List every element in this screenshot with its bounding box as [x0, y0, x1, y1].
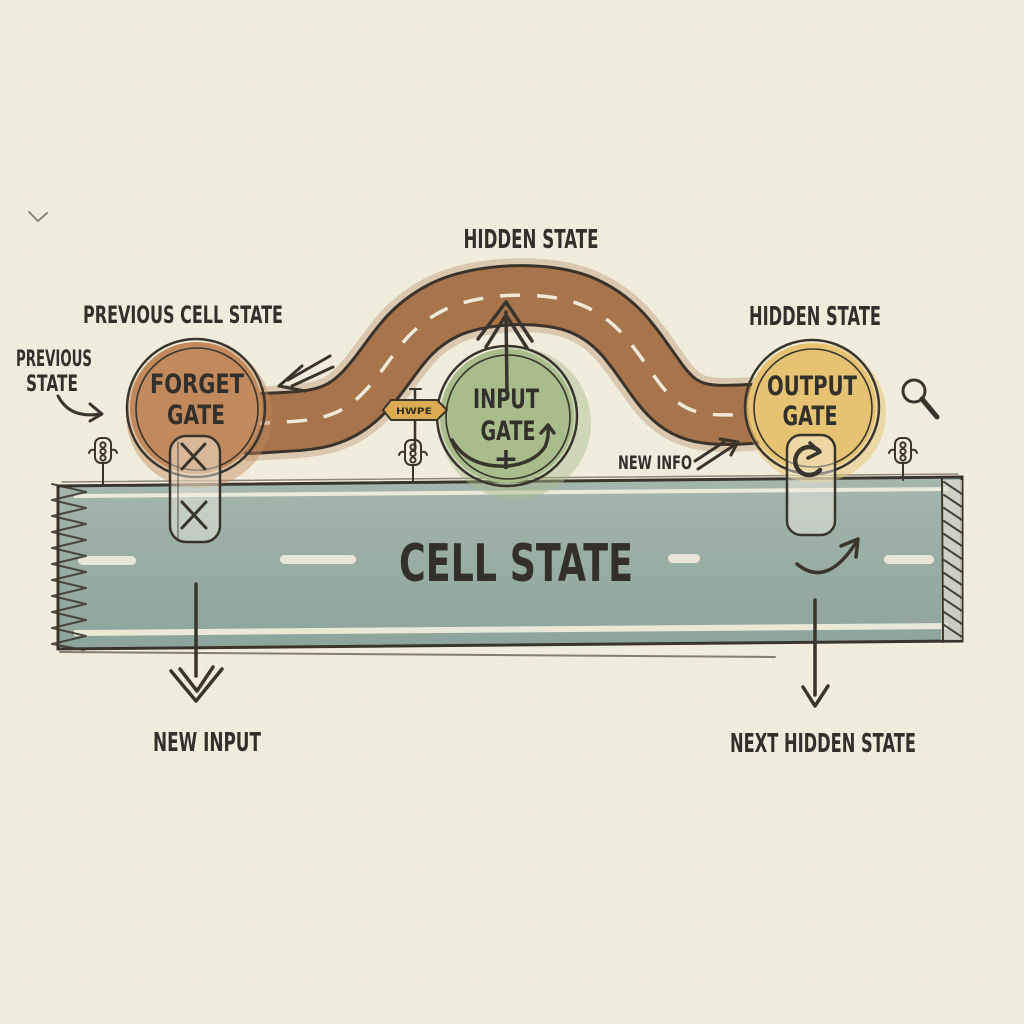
input-gate-label-line2: GATE: [481, 416, 536, 447]
traffic-light-icon: [398, 439, 428, 483]
previous-state-label-line1: PREVIOUS: [16, 347, 92, 372]
forget-gate-inner-ring: [135, 347, 259, 471]
stray-pen-mark: [28, 211, 48, 223]
cell-state-road: CELL STATE: [51, 473, 964, 658]
arrow-output-loop: [795, 537, 860, 575]
cell-road-sketch-bottom: [59, 651, 776, 658]
magnifier-icon: [901, 378, 940, 420]
output-gate-circle: [748, 343, 876, 471]
input-gate-circle: [440, 349, 574, 483]
cell-road-edge-line-bottom: [73, 623, 949, 636]
road-sign-text: HWPE: [396, 407, 432, 417]
output-gate-label-line1: OUTPUT: [767, 371, 857, 402]
road-sign-icon: HWPE: [381, 388, 449, 452]
forget-gate-label-line1: FORGET: [150, 369, 244, 400]
x-mark-icon: [180, 500, 208, 530]
forget-gate-booth: [168, 434, 222, 544]
new-input-label: NEW INPUT: [153, 728, 261, 758]
arrow-previous-state: [56, 394, 104, 423]
input-gate-curl-arrow-icon: [450, 423, 556, 468]
hidden-state-road: [213, 258, 787, 461]
hidden-state-top-label: HIDDEN STATE: [464, 225, 599, 255]
traffic-light-icon: [88, 437, 118, 485]
arrow-down-next-hidden-state: [801, 598, 830, 708]
output-gate-label-line2: GATE: [783, 401, 838, 432]
hidden-state-right-label: HIDDEN STATE: [749, 302, 881, 332]
forget-booth-box: [168, 434, 222, 544]
cell-state-label: CELL STATE: [399, 534, 633, 594]
input-gate-plus-symbol: +: [493, 442, 518, 477]
traffic-light-icon: [888, 437, 918, 481]
forget-gate-label-line2: GATE: [167, 400, 225, 431]
refresh-arrow-icon: [793, 441, 823, 478]
new-info-label: NEW INFO: [618, 452, 692, 474]
previous-state-label-line2: STATE: [26, 372, 78, 397]
arrow-new-info: [693, 437, 740, 471]
forget-gate-circle: [130, 342, 262, 474]
cell-road-left-hatch: [51, 483, 87, 651]
x-mark-icon: [180, 442, 207, 471]
road-center-dashes: [249, 293, 751, 426]
arrow-road-to-forget-gate: [277, 354, 335, 393]
next-hidden-state-label: NEXT HIDDEN STATE: [730, 729, 916, 759]
arrow-up-hidden-state: [476, 300, 534, 394]
forget-gate-outer-ring: [125, 337, 267, 479]
output-gate: OUTPUT GATE: [743, 338, 886, 483]
previous-cell-state-label: PREVIOUS CELL STATE: [83, 301, 283, 329]
cell-road-center-dashes: [78, 554, 934, 565]
input-gate: INPUT GATE +: [435, 344, 591, 499]
cell-road-right-hatch: [941, 478, 963, 643]
output-booth-box: [785, 433, 837, 537]
output-gate-inner-ring: [753, 348, 873, 468]
output-gate-booth: [785, 433, 837, 537]
arrow-down-new-input: [169, 582, 224, 703]
forget-gate: FORGET GATE: [125, 337, 272, 488]
